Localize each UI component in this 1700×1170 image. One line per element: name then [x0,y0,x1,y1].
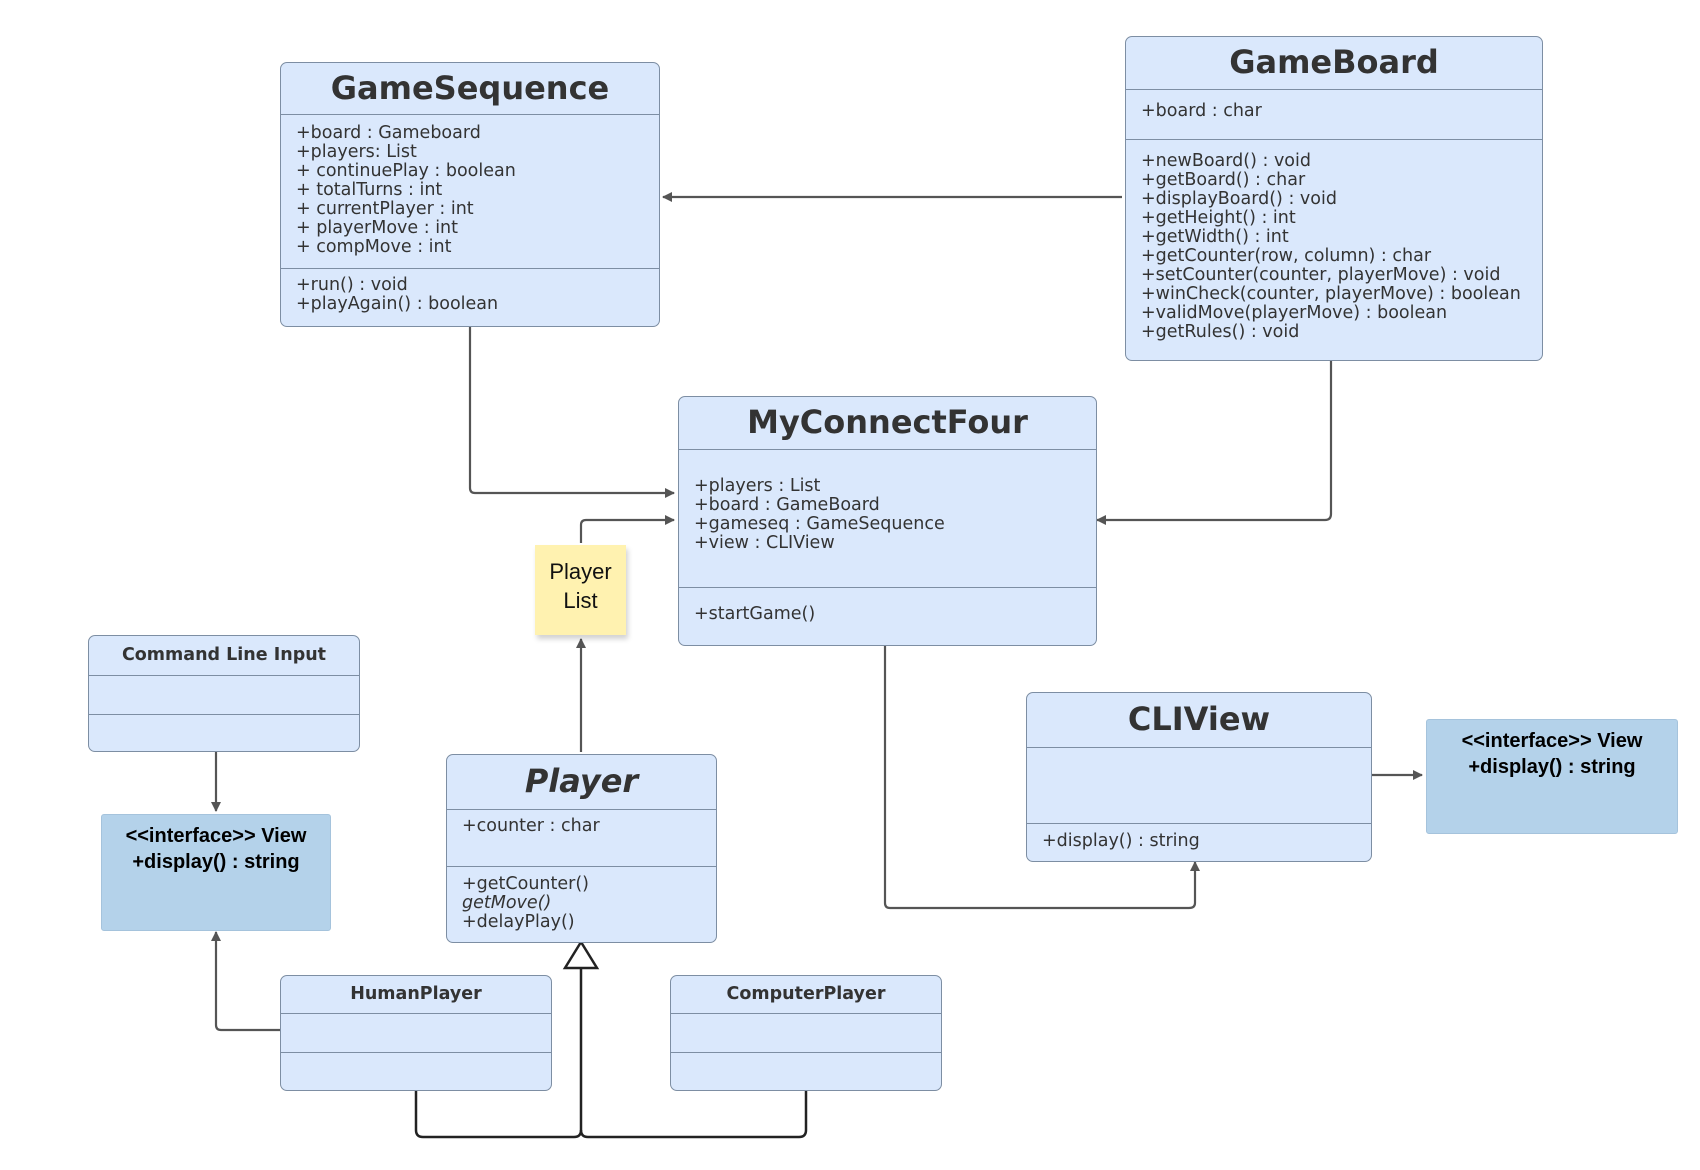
attribute: + currentPlayer : int [296,199,474,219]
class-humanplayer[interactable]: HumanPlayer [280,975,552,1091]
method: +winCheck(counter, playerMove) : boolean [1141,284,1521,304]
class-gameboard[interactable]: GameBoard +board : char +newBoard() : vo… [1125,36,1543,361]
class-title: CLIView [1027,693,1371,748]
humanplayer-to-interface-arrow [211,931,280,1032]
class-player[interactable]: Player +counter : char +getCounter() get… [446,754,717,943]
attribute: +board : char [1141,101,1262,121]
attributes-section: +board : char [1126,90,1542,140]
method: +run() : void [296,275,408,295]
attributes-section: +board : Gameboard +players: List + cont… [281,115,659,269]
class-gamesequence[interactable]: GameSequence +board : Gameboard +players… [280,62,660,327]
method: +getBoard() : char [1141,170,1306,190]
class-cliview[interactable]: CLIView +display() : string [1026,692,1372,862]
class-myconnectfour[interactable]: MyConnectFour +players : List +board : G… [678,396,1097,646]
attribute: +board : GameBoard [694,495,880,515]
note-player-list[interactable]: Player List [535,545,626,635]
methods-section: +run() : void +playAgain() : boolean [281,269,659,314]
attribute: +counter : char [462,816,600,836]
method: +setCounter(counter, playerMove) : void [1141,265,1501,285]
interface-method: +display() : string [1468,756,1636,778]
gamesequence-to-myconnectfour-arrow [468,327,675,498]
class-title: GameBoard [1126,37,1542,90]
attributes-section [671,1014,941,1053]
attributes-section: +counter : char [447,810,716,867]
method: +display() : string [1042,831,1200,851]
class-title: HumanPlayer [281,976,551,1014]
interface-stereotype: <<interface>> View [1461,730,1643,752]
attribute: + totalTurns : int [296,180,443,200]
attribute: +players : List [694,476,821,496]
generalization-triangle [562,939,600,970]
attributes-section: +players : List +board : GameBoard +game… [679,450,1096,588]
class-title: Command Line Input [89,636,359,676]
method: +delayPlay() [462,912,575,932]
method: +getRules() : void [1141,322,1300,342]
method: +startGame() [694,604,816,624]
method: +validMove(playerMove) : boolean [1141,303,1448,323]
attribute: + compMove : int [296,237,452,257]
methods-section: +display() : string [1027,824,1371,851]
method: +getWidth() : int [1141,227,1289,247]
method: +playAgain() : boolean [296,294,499,314]
attribute: +board : Gameboard [296,123,481,143]
attribute: + continuePlay : boolean [296,161,516,181]
methods-section: +newBoard() : void +getBoard() : char +d… [1126,140,1542,342]
note-line: List [563,588,598,613]
method: +getCounter(row, column) : char [1141,246,1432,266]
interface-method: +display() : string [132,851,300,873]
method: +displayBoard() : void [1141,189,1337,209]
attribute: +view : CLIView [694,533,835,553]
class-title: Player [447,755,716,810]
gameboard-to-myconnectfour-arrow [1096,360,1333,525]
attribute: +players: List [296,142,417,162]
playerlist-to-myconnectfour-arrow [579,515,675,543]
interface-view-right[interactable]: <<interface>> View +display() : string [1426,719,1678,834]
methods-section: +getCounter() getMove() +delayPlay() [447,867,716,932]
class-title: MyConnectFour [679,397,1096,450]
attribute: +gameseq : GameSequence [694,514,945,534]
class-computerplayer[interactable]: ComputerPlayer [670,975,942,1091]
class-title: ComputerPlayer [671,976,941,1014]
attribute: + playerMove : int [296,218,459,238]
method: +newBoard() : void [1141,151,1311,171]
attributes-section [89,676,359,715]
attributes-section [1027,748,1371,824]
interface-stereotype: <<interface>> View [125,825,307,847]
methods-section: +startGame() [679,588,1096,624]
abstract-method: getMove() [462,893,552,913]
method: +getHeight() : int [1141,208,1296,228]
attributes-section [281,1014,551,1053]
note-line: Player [549,559,612,584]
class-commandlineinput[interactable]: Command Line Input [88,635,360,752]
myconnectfour-to-cliview-arrow [883,645,1200,910]
computerplayer-generalization-line [579,1087,808,1139]
interface-view-left[interactable]: <<interface>> View +display() : string [101,814,331,931]
class-title: GameSequence [281,63,659,115]
method: +getCounter() [462,874,589,894]
